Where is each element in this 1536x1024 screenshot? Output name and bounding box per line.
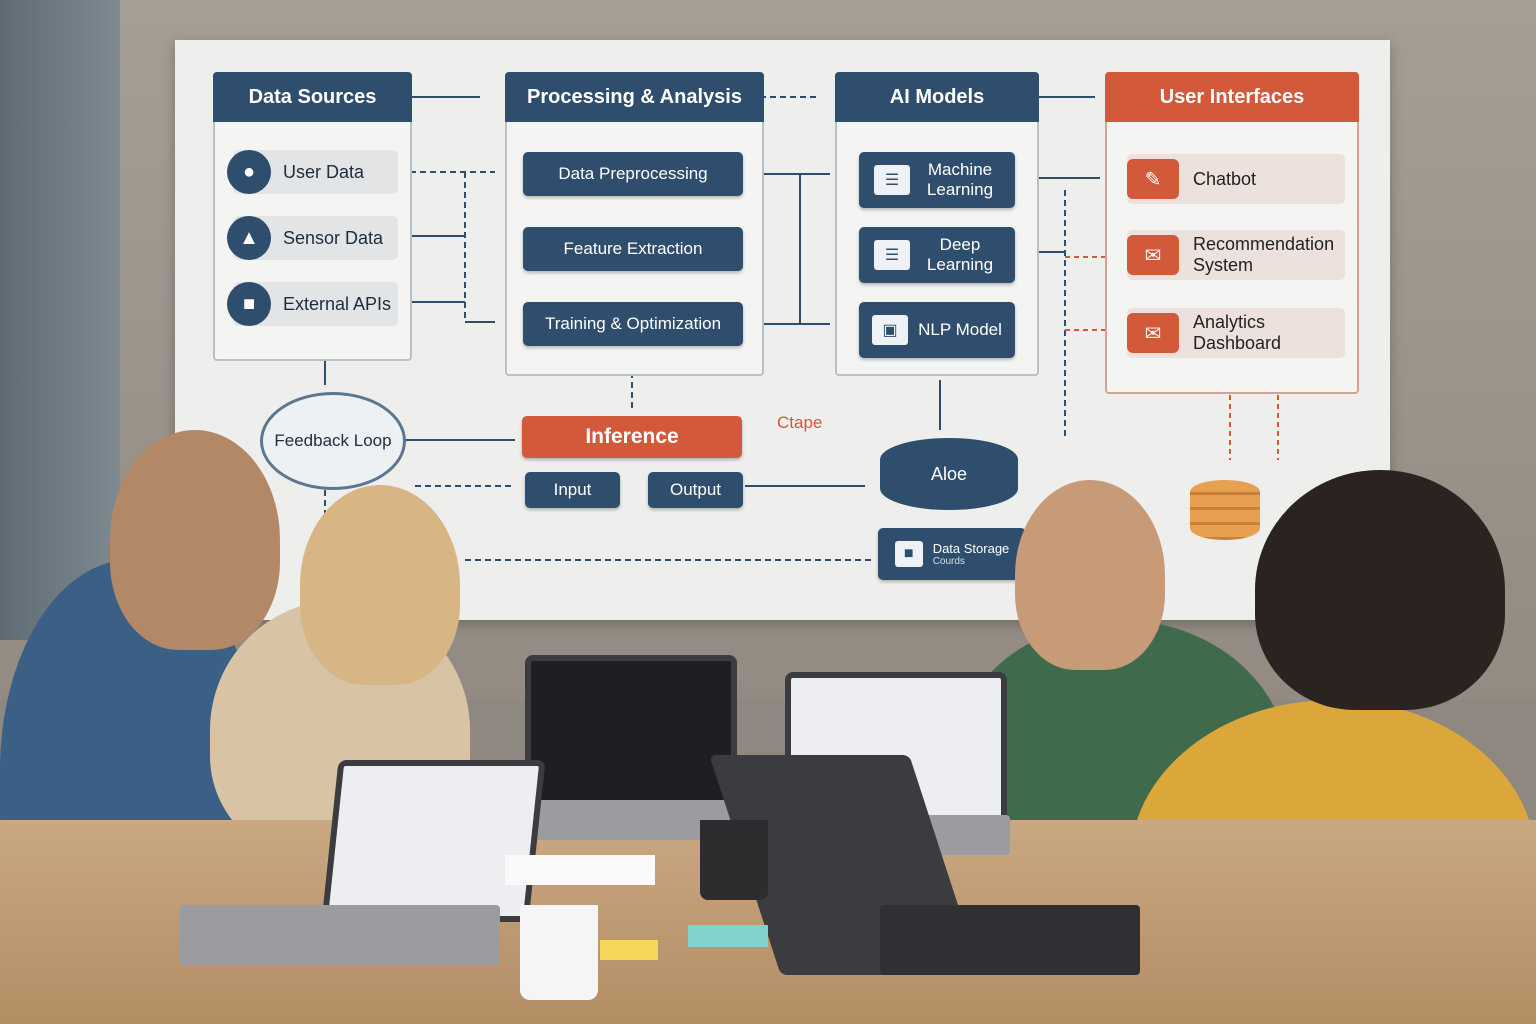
output-box: Output (648, 472, 743, 508)
white-mug (520, 905, 598, 1000)
input-box: Input (525, 472, 620, 508)
storage-title: Data Storage (932, 541, 1010, 556)
notepad (505, 855, 655, 885)
ui-label: Recommendation System (1193, 234, 1335, 275)
storage-stack-icon (1190, 480, 1260, 540)
laptop-dark-screen (525, 655, 737, 807)
source-user-data: ● User Data (227, 150, 398, 194)
ui-chatbot: ✎ Chatbot (1127, 154, 1345, 204)
model-label: Deep Learning (926, 235, 994, 274)
person-man-green-head (1015, 480, 1165, 670)
person-man-head (110, 430, 280, 650)
source-sensor-data: ▲ Sensor Data (227, 216, 398, 260)
source-external-apis: ■ External APIs (227, 282, 398, 326)
processing-title: Processing & Analysis (505, 72, 764, 122)
sticky-note-yellow (600, 940, 658, 960)
user-interfaces-title: User Interfaces (1105, 72, 1359, 122)
model-label: NLP Model (918, 320, 1002, 339)
sticky-note-teal (688, 925, 768, 947)
whiteboard-diagram: Data Sources ● User Data ▲ Sensor Data ■… (175, 40, 1390, 620)
black-mug (700, 820, 768, 900)
user-icon: ● (227, 150, 271, 194)
briefcase-icon: ■ (894, 541, 923, 567)
model-nlp: ▣ NLP Model (859, 302, 1015, 358)
storage-subtitle: Courds (932, 556, 965, 567)
ui-recommendation: ✉ Recommendation System (1127, 230, 1345, 280)
stack-icon: ☰ (874, 240, 910, 270)
user-interfaces-panel: User Interfaces ✎ Chatbot ✉ Recommendati… (1105, 72, 1359, 394)
data-sources-panel: Data Sources ● User Data ▲ Sensor Data ■… (213, 72, 412, 361)
cube-icon: ▣ (872, 315, 909, 345)
layers-icon: ☰ (874, 165, 910, 195)
database-icon: Aloe (880, 438, 1018, 510)
laptop-left-screen (321, 760, 546, 922)
data-storage-box: ■ Data Storage Courds (878, 528, 1026, 580)
laptop-back-base (880, 905, 1140, 975)
laptop-left-base (180, 905, 500, 965)
ai-models-panel: AI Models ☰ Machine Learning ☰ Deep Lear… (835, 72, 1039, 376)
ui-analytics: ✉ Analytics Dashboard (1127, 308, 1345, 358)
briefcase-icon: ■ (227, 282, 271, 326)
step-preprocessing: Data Preprocessing (523, 152, 743, 196)
model-label: Machine Learning (926, 160, 994, 199)
processing-panel: Processing & Analysis Data Preprocessing… (505, 72, 764, 376)
step-training: Training & Optimization (523, 302, 743, 346)
source-label: External APIs (283, 293, 392, 314)
source-label: User Data (283, 161, 365, 182)
ctape-label: Ctape (777, 413, 823, 432)
envelope-icon: ✉ (1127, 313, 1179, 353)
model-machine-learning: ☰ Machine Learning (859, 152, 1015, 208)
envelope-icon: ✉ (1127, 235, 1179, 275)
ui-label: Analytics Dashboard (1193, 312, 1282, 353)
sensor-icon: ▲ (227, 216, 271, 260)
ai-models-title: AI Models (835, 72, 1039, 122)
inference-box: Inference (522, 416, 742, 458)
database-label: Aloe (930, 463, 968, 484)
chat-icon: ✎ (1127, 159, 1179, 199)
step-feature-extraction: Feature Extraction (523, 227, 743, 271)
window (0, 0, 120, 640)
ui-label: Chatbot (1193, 168, 1257, 189)
model-deep-learning: ☰ Deep Learning (859, 227, 1015, 283)
person-woman-hair (1255, 470, 1505, 710)
person-woman-head (300, 485, 460, 685)
storage-text: Data Storage Courds (933, 541, 1010, 567)
feedback-loop: Feedback Loop (260, 392, 406, 490)
data-sources-title: Data Sources (213, 72, 412, 122)
source-label: Sensor Data (283, 227, 384, 248)
